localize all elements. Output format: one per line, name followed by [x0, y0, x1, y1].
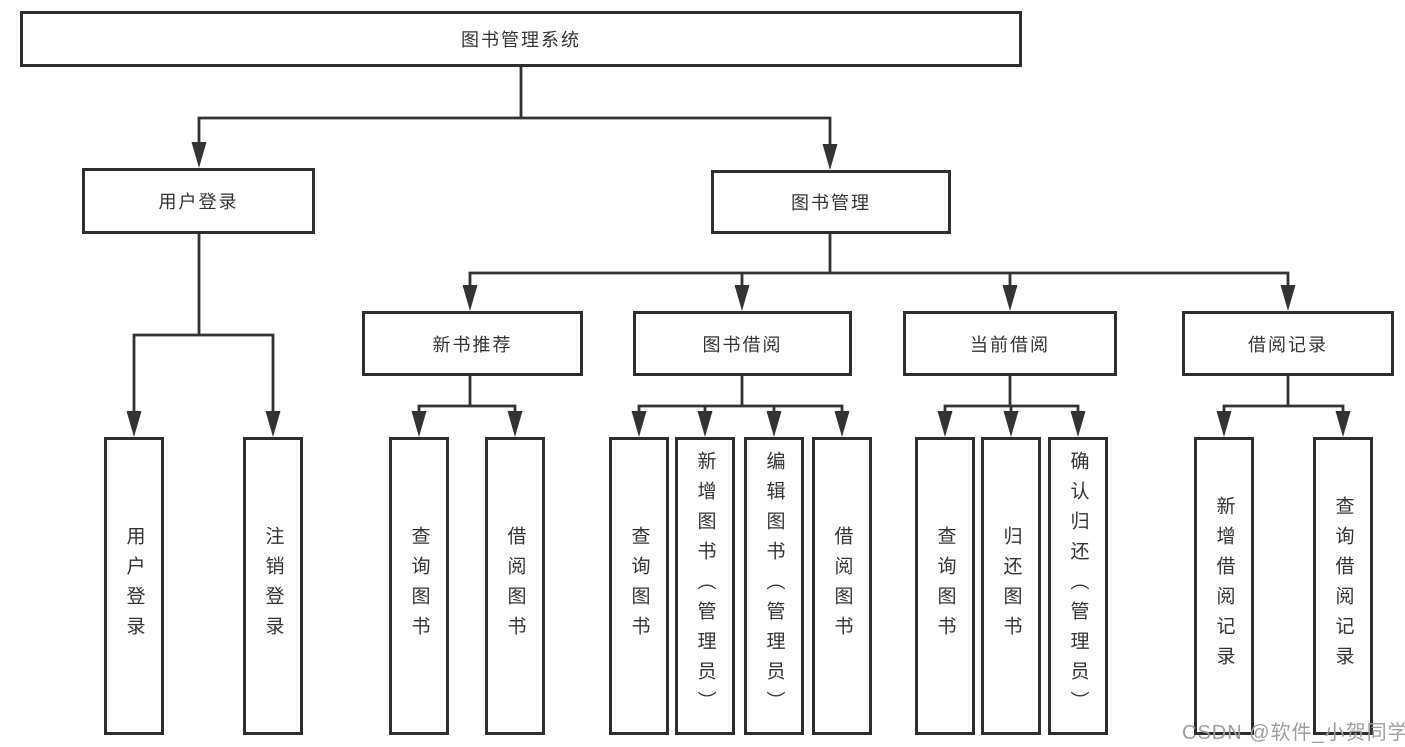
- leaf-cb-query-books: 查询图书: [915, 437, 975, 735]
- node-user-login: 用户登录: [82, 168, 315, 234]
- leaf-br-query-record: 查询借阅记录: [1313, 437, 1373, 735]
- connector-book-borrow-to-leaves: [637, 376, 844, 415]
- leaf-nb-borrow-books: 借阅图书: [485, 437, 545, 735]
- arrowhead-icon: [697, 411, 713, 437]
- leaf-nb-query-books: 查询图书: [389, 437, 449, 735]
- connector-borrow-record-to-leaves: [1222, 376, 1345, 415]
- arrowhead-icon: [1003, 411, 1019, 437]
- arrowhead-icon: [1216, 411, 1232, 437]
- arrowhead-icon: [631, 411, 647, 437]
- leaf-bb-query-books: 查询图书: [609, 437, 669, 735]
- node-library-management-system: 图书管理系统: [20, 11, 1022, 67]
- arrowheads: [126, 142, 1351, 437]
- arrowhead-icon: [937, 411, 953, 437]
- arrowhead-icon: [462, 285, 478, 311]
- leaf-br-add-record: 新增借阅记录: [1194, 437, 1254, 735]
- arrowhead-icon: [411, 411, 427, 437]
- leaf-bb-borrow-books: 借阅图书: [812, 437, 872, 735]
- node-new-book-recommend: 新书推荐: [362, 311, 583, 376]
- arrowhead-icon: [822, 144, 838, 170]
- connector-new-book-recommend-to-leaves: [417, 376, 517, 415]
- csdn-watermark: CSDN @软件_小贺同学: [1182, 722, 1405, 744]
- arrowhead-icon: [1070, 411, 1086, 437]
- node-book-management: 图书管理: [711, 170, 951, 234]
- leaf-cb-return-books: 归还图书: [981, 437, 1041, 735]
- leaf-logout: 注销登录: [243, 437, 303, 735]
- arrowhead-icon: [126, 411, 142, 437]
- leaf-bb-add-book-admin: 新增图书（管理员）: [675, 437, 735, 735]
- leaf-user-login: 用户登录: [104, 437, 164, 735]
- node-borrow-record: 借阅记录: [1182, 311, 1394, 376]
- arrowhead-icon: [507, 411, 523, 437]
- connector-user-login-to-leaves: [132, 234, 275, 415]
- arrowhead-icon: [834, 411, 850, 437]
- arrowhead-icon: [265, 411, 281, 437]
- arrowhead-icon: [734, 285, 750, 311]
- arrowhead-icon: [766, 411, 782, 437]
- leaf-bb-edit-book-admin: 编辑图书（管理员）: [744, 437, 804, 735]
- leaf-cb-confirm-return-admin: 确认归还（管理员）: [1048, 437, 1108, 735]
- connector-current-borrow-to-leaves: [943, 376, 1080, 415]
- node-current-borrow: 当前借阅: [903, 311, 1117, 376]
- arrowhead-icon: [191, 142, 207, 168]
- connector-book-management-to-level3: [468, 234, 1290, 289]
- arrowhead-icon: [1335, 411, 1351, 437]
- node-book-borrow: 图书借阅: [633, 311, 852, 376]
- arrowhead-icon: [1280, 285, 1296, 311]
- connector-root-to-level2: [197, 67, 832, 148]
- arrowhead-icon: [1002, 285, 1018, 311]
